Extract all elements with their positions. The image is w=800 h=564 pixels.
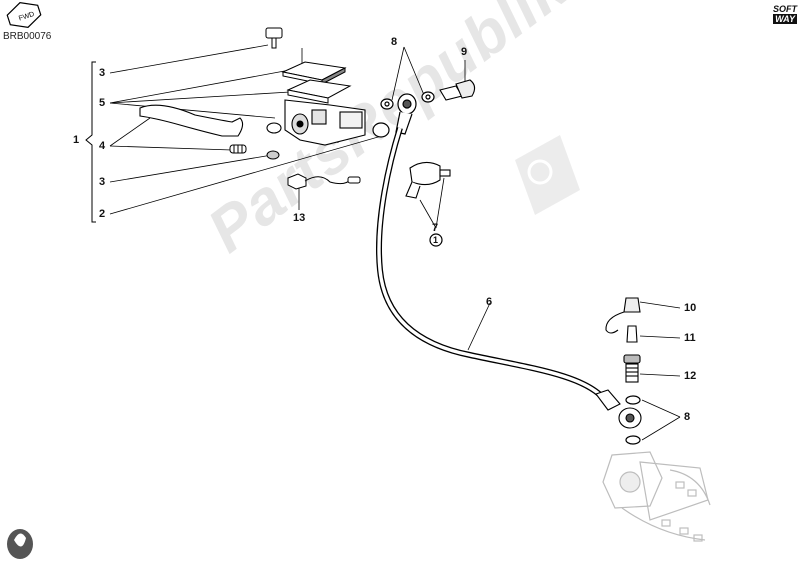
callout-11: 11 [684, 332, 696, 344]
sealing-washer [380, 91, 435, 110]
svg-text:FWD: FWD [18, 11, 35, 23]
callout-1: 1 [73, 134, 80, 146]
bleed-valve [623, 325, 641, 364]
bleed-cap [605, 297, 641, 334]
callout-13: 13 [293, 212, 306, 224]
softway-logo: SOFT WAY [753, 4, 797, 28]
callout-5: 5 [99, 97, 106, 109]
callout-3b: 3 [99, 176, 106, 188]
brand-bottom-text: WAY [773, 14, 797, 24]
lower-washer [625, 395, 641, 445]
lever [139, 104, 244, 137]
reservoir-cap [281, 61, 352, 104]
banjo-bolt [439, 79, 476, 101]
brand-logo-icon [7, 529, 33, 559]
callout-6: 6 [486, 296, 493, 308]
forward-arrow-icon: FWD [6, 1, 42, 29]
sub-assembly-badge [429, 233, 443, 247]
callout-8-top: 8 [391, 36, 398, 48]
group-bracket [85, 61, 96, 223]
callout-7: 7 [432, 222, 439, 234]
caliper-sketch [602, 451, 711, 542]
bleed-nipple [625, 363, 639, 383]
leader-lines [109, 44, 681, 441]
lower-fitting [595, 389, 642, 429]
screw-part [265, 27, 283, 49]
callout-9: 9 [461, 46, 468, 58]
watermark-gear-icon [515, 135, 580, 215]
master-cylinder [266, 99, 366, 146]
callout-4: 4 [99, 140, 106, 152]
callout-7-sub: 1 [433, 235, 439, 245]
brand-top-text: SOFT [773, 4, 797, 14]
callout-12: 12 [684, 370, 697, 382]
callout-10: 10 [684, 302, 697, 314]
diagram-code: BRB00076 [3, 31, 52, 42]
dust-boot [372, 122, 390, 138]
callout-3: 3 [99, 67, 106, 79]
brake-switch [287, 173, 361, 190]
hose-clamp [405, 161, 451, 199]
callout-2: 2 [99, 208, 106, 220]
nut-part [266, 150, 280, 160]
callout-8-bottom: 8 [684, 411, 691, 423]
pin-part [229, 144, 247, 154]
